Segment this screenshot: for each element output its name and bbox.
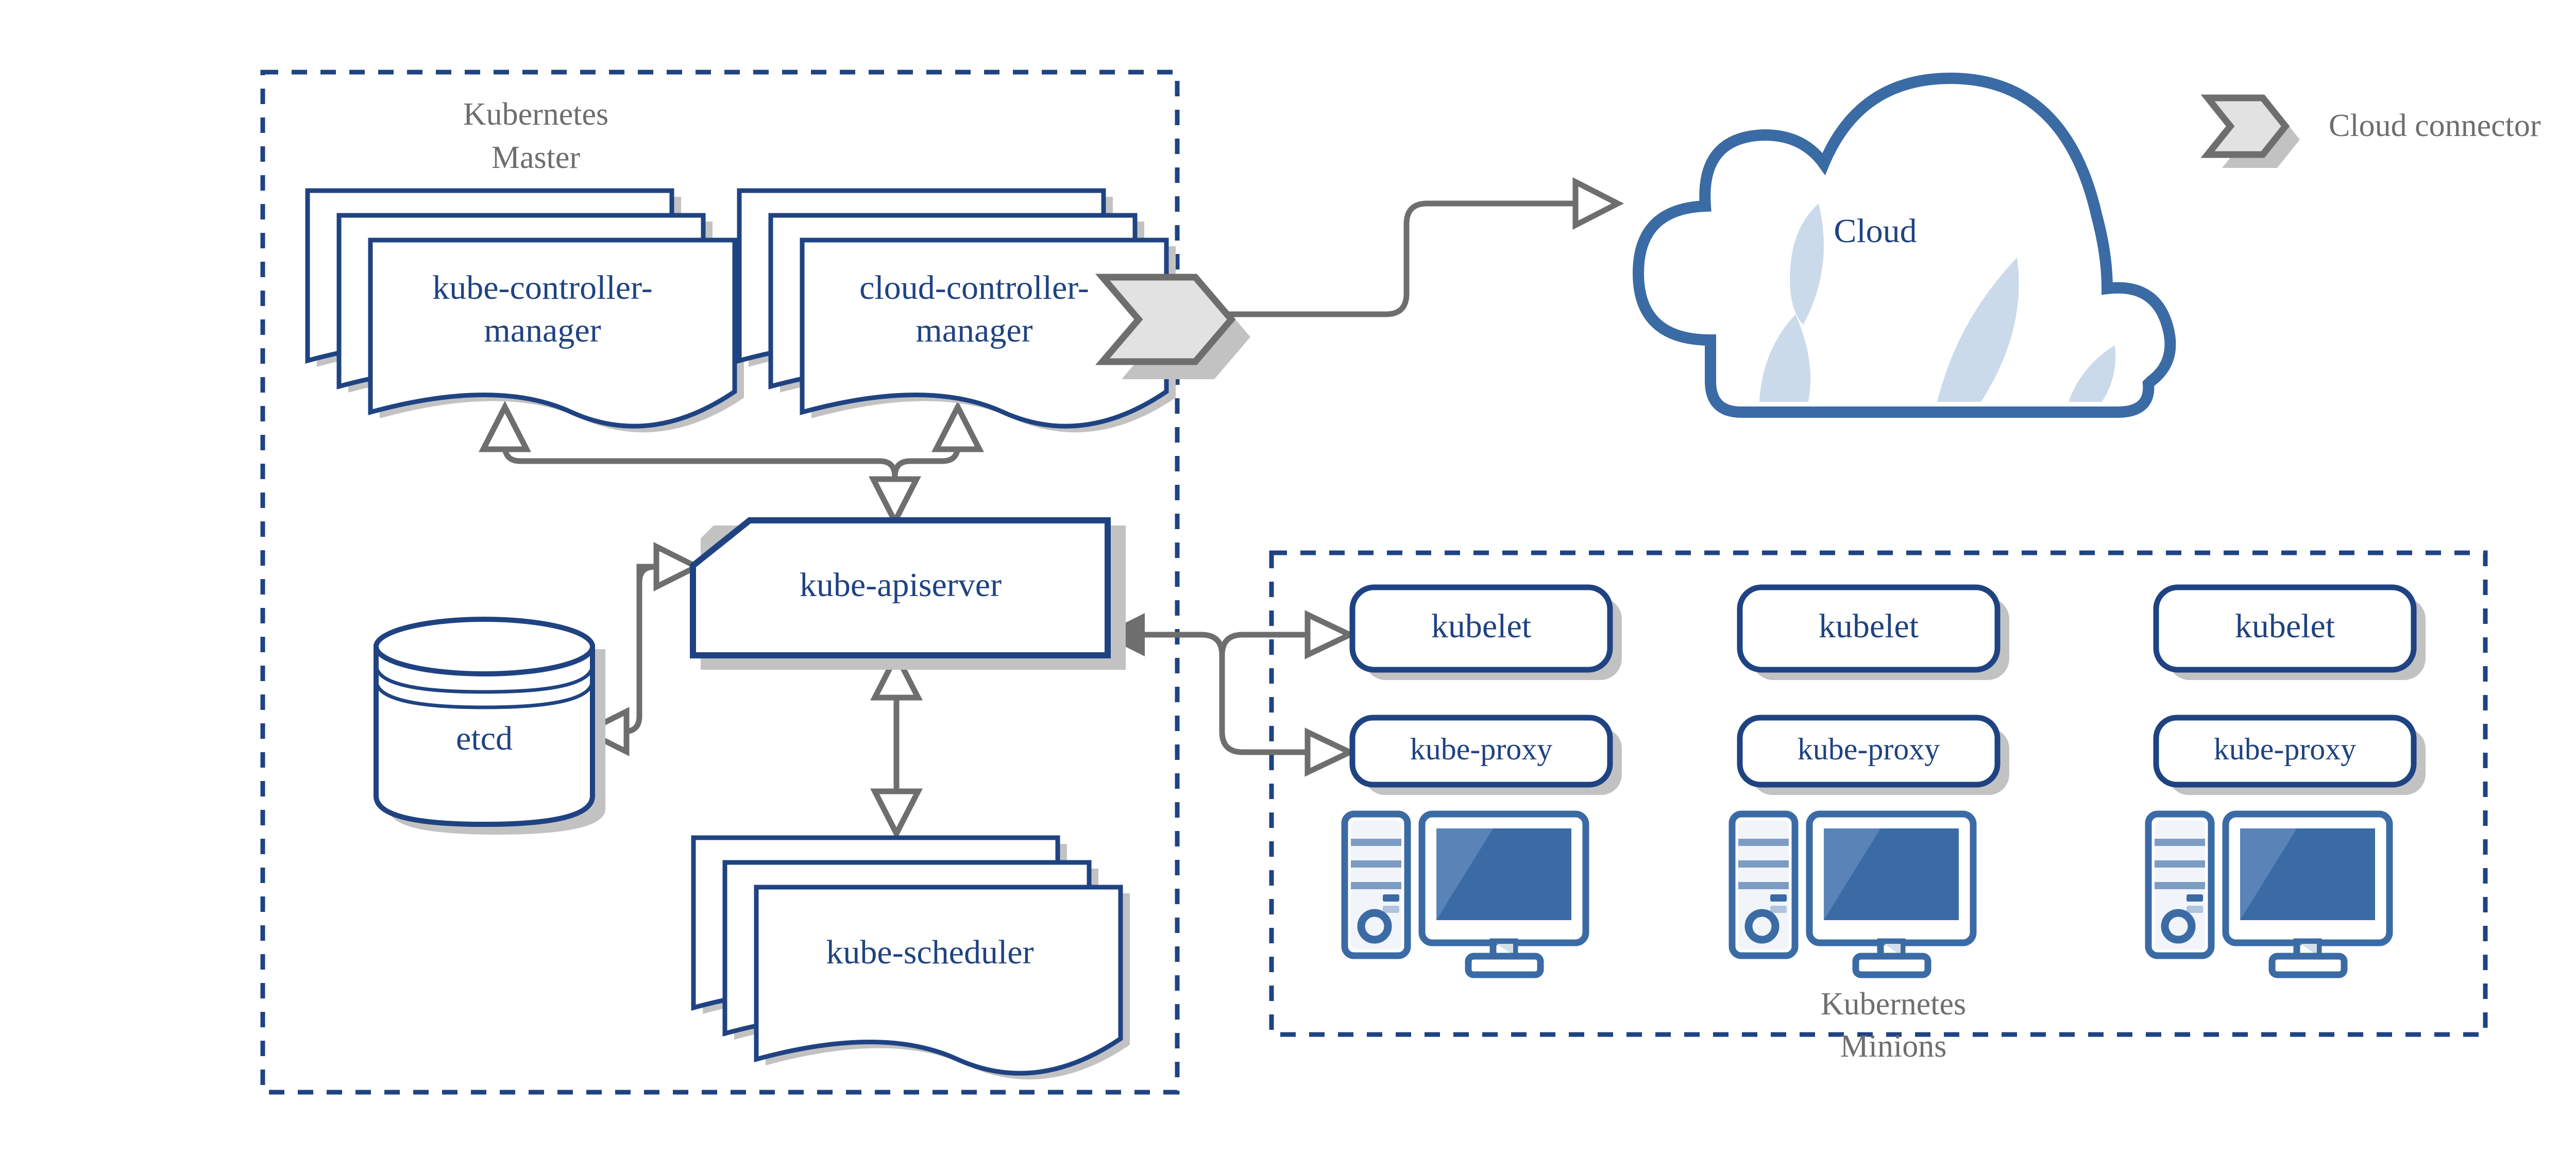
doc-sheet-front	[754, 885, 1123, 1076]
kube-scheduler-node[interactable]: kube-scheduler	[691, 835, 1130, 1080]
minion-1-kube-proxy[interactable]: kube-proxy	[1349, 715, 1622, 795]
minion-2-kube-proxy[interactable]: kube-proxy	[1737, 715, 2009, 795]
connector-etcd-apiserver	[580, 542, 703, 756]
monitor-base	[2268, 953, 2348, 978]
doc-sheet-front	[368, 238, 737, 429]
minion-2: kubelet kube-proxy	[1728, 584, 2009, 978]
legend: Cloud connector	[2200, 94, 2541, 168]
cloud-leaf-2	[1759, 314, 1811, 402]
minion-1-kubelet[interactable]: kubelet	[1349, 584, 1622, 680]
kube-scheduler-label: kube-scheduler	[826, 934, 1033, 971]
kube-controller-manager-node[interactable]: kube-controller- manager	[305, 188, 744, 433]
monitor-base	[1465, 953, 1544, 978]
cloud-controller-manager-node[interactable]: cloud-controller- manager	[737, 188, 1176, 433]
master-group-boundary	[260, 70, 1180, 1095]
arrowhead-to-kube-proxy-1	[1304, 727, 1357, 777]
power-button-icon	[2161, 909, 2196, 944]
kube-apiserver-node[interactable]: kube-apiserver	[690, 517, 1126, 670]
connector-ccm-to-cloud	[1180, 177, 1624, 317]
kube-apiserver-label: kube-apiserver	[800, 566, 1002, 604]
minion-3: kubelet kube-proxy	[2145, 584, 2426, 978]
kubelet-box	[2153, 584, 2417, 673]
arrowhead-to-kubelet-1	[1304, 610, 1357, 659]
connector-apiserver-to-controllers	[479, 400, 984, 528]
doc-sheet-front	[800, 238, 1169, 429]
kubelet-box	[1737, 584, 2001, 673]
legend-cloud-connector-icon	[2200, 94, 2300, 168]
kubelet-box	[1349, 584, 1613, 673]
cloud-controller-manager-label-line2: manager	[916, 312, 1032, 349]
power-button-icon	[1357, 909, 1392, 944]
cloud-shape	[1632, 72, 2176, 418]
etcd-ring-1	[374, 664, 595, 694]
cloud-connector-icon-inline[interactable]	[1095, 274, 1250, 379]
minion-1-kubelet-label: kubelet	[1431, 607, 1531, 645]
arrowhead-to-etcd	[580, 707, 630, 756]
etcd-ring-2	[374, 680, 595, 709]
minion-1-kube-proxy-label: kube-proxy	[1410, 732, 1553, 766]
minions-group-boundary	[1269, 550, 2488, 1037]
minion-2-kubelet-label: kubelet	[1819, 607, 1919, 645]
cloud-label: Cloud	[1834, 212, 1917, 250]
minion-2-kubelet[interactable]: kubelet	[1737, 584, 2009, 680]
master-group-label-line2: Master	[492, 140, 581, 175]
arrowhead-to-kube-scheduler	[870, 788, 923, 840]
legend-label: Cloud connector	[2329, 108, 2541, 143]
minion-1-computer-icon	[1341, 810, 1589, 978]
minion-3-kube-proxy-label: kube-proxy	[2214, 732, 2357, 766]
etcd-node[interactable]: etcd	[374, 617, 605, 835]
arrowhead-to-kube-apiserver-bottom	[870, 649, 923, 701]
power-button-icon	[1744, 909, 1780, 944]
master-dashed-border	[260, 70, 1180, 1095]
kube-controller-manager-label-line2: manager	[484, 312, 601, 349]
cloud-leaf-3	[1937, 258, 2019, 402]
connector-apiserver-to-minion1	[1101, 610, 1357, 777]
minion-1: kubelet kube-proxy	[1341, 584, 1622, 978]
kube-proxy-box	[2153, 715, 2417, 788]
kube-controller-manager-label-line1: kube-controller-	[432, 269, 653, 307]
kube-proxy-box	[1737, 715, 2001, 788]
arrowhead-to-cloud-controller-manager	[931, 400, 984, 452]
minion-3-computer-icon	[2145, 810, 2393, 978]
minion-2-kube-proxy-label: kube-proxy	[1798, 732, 1940, 766]
minion-3-kube-proxy[interactable]: kube-proxy	[2153, 715, 2426, 795]
chevron-arrow-icon	[1095, 274, 1236, 365]
cloud-node[interactable]: Cloud	[1632, 72, 2176, 418]
connector-apiserver-scheduler	[870, 649, 923, 840]
arrowhead-to-kube-controller-manager	[479, 400, 531, 452]
minions-group-label-line1: Kubernetes	[1821, 987, 1966, 1022]
cloud-leaf-1	[1790, 204, 1824, 325]
arrowhead-to-kube-apiserver-left	[653, 542, 703, 591]
minion-3-kubelet[interactable]: kubelet	[2153, 584, 2426, 680]
apiserver-card	[690, 517, 1111, 658]
etcd-label: etcd	[456, 720, 513, 757]
arrowhead-to-cloud	[1572, 177, 1624, 230]
etcd-cylinder-top	[374, 617, 595, 676]
cloud-leaf-4	[2069, 345, 2116, 402]
master-group-label-line1: Kubernetes	[463, 97, 608, 132]
kube-proxy-box	[1349, 715, 1613, 788]
minions-dashed-border	[1269, 550, 2488, 1037]
monitor-base	[1852, 953, 1931, 978]
arrowhead-to-kube-apiserver-top	[869, 476, 921, 528]
minion-2-computer-icon	[1728, 810, 1977, 978]
minions-group-label-line2: Minions	[1840, 1029, 1947, 1064]
minion-3-kubelet-label: kubelet	[2235, 607, 2335, 645]
cloud-controller-manager-label-line1: cloud-controller-	[859, 269, 1089, 307]
chevron-arrow-icon	[2200, 94, 2290, 158]
